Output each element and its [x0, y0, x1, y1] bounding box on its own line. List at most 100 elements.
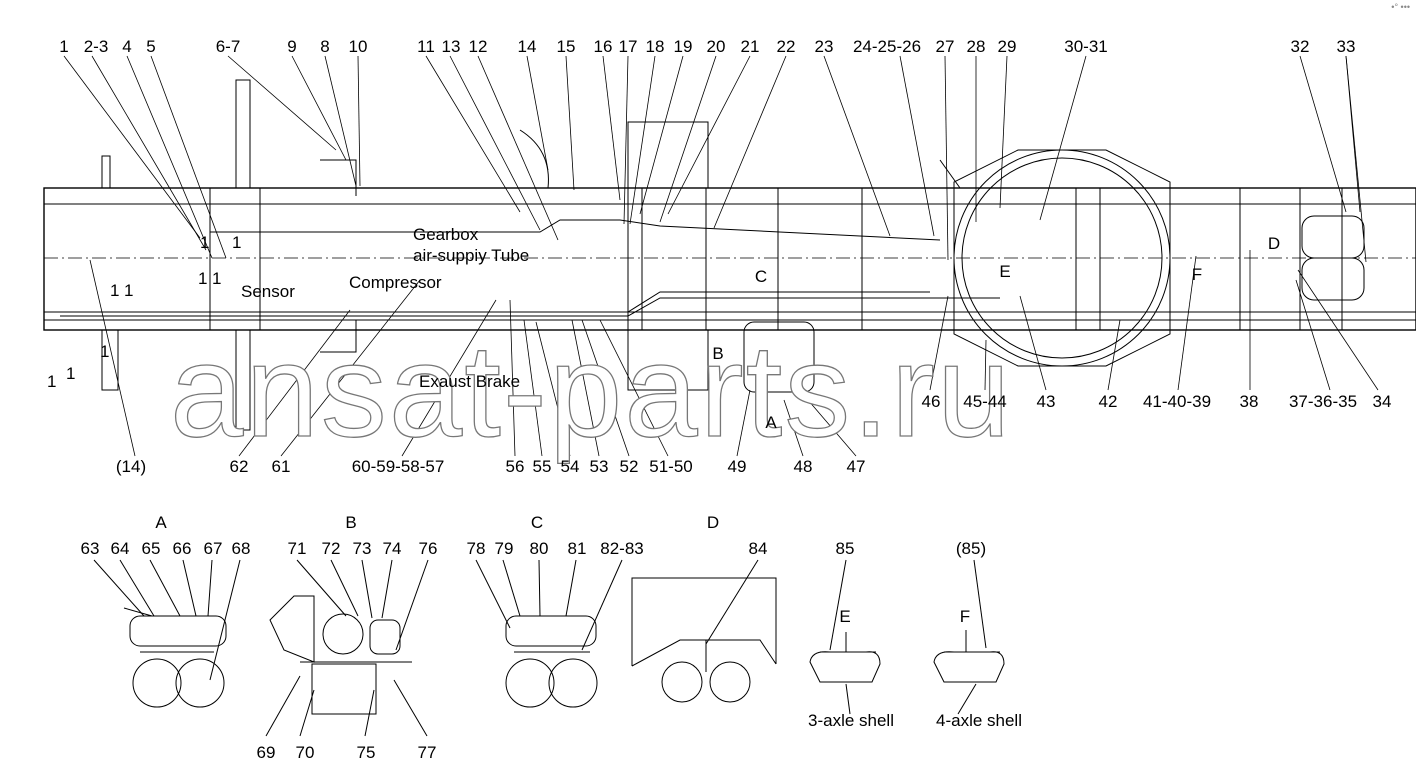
callout-label: 46 [921, 392, 941, 411]
callout-label: 45-44 [963, 392, 1007, 411]
callout-label: 77 [417, 743, 437, 762]
callout-label: 85 [835, 539, 855, 558]
callout-label: 48 [793, 457, 813, 476]
callout-label: 76 [418, 539, 438, 558]
callout-one: 1 [110, 281, 120, 300]
callout-label: 41-40-39 [1142, 392, 1212, 411]
air-tanks [743, 215, 1365, 393]
callout-label: 27 [935, 37, 955, 56]
callout-label: 80 [529, 539, 549, 558]
view-marker-e: E [999, 262, 1011, 281]
callout-label: 75 [356, 743, 376, 762]
callout-label: (14) [115, 457, 147, 476]
leader-lines-bottom [89, 250, 1379, 457]
callout-one: 1 [66, 364, 76, 383]
callout-one: 1 [198, 269, 208, 288]
callout-label: 71 [287, 539, 307, 558]
callout-label: 79 [494, 539, 514, 558]
callout-label: 11 [417, 37, 435, 56]
turntable [939, 149, 1171, 367]
callout-label: 33 [1336, 37, 1356, 56]
callout-label: 78 [466, 539, 486, 558]
callout-one: 1 [100, 342, 110, 361]
callout-label: 72 [321, 539, 341, 558]
callout-label: 53 [589, 457, 609, 476]
view-marker-c: C [754, 267, 768, 286]
callout-label: 8 [320, 37, 330, 56]
callout-label: 30-31 [1064, 37, 1108, 56]
callout-label: 34 [1372, 392, 1392, 411]
shell-letter-f: F [959, 607, 971, 626]
callout-one: 1 [47, 372, 57, 391]
callout-label: 19 [673, 37, 693, 56]
callout-label: 38 [1239, 392, 1259, 411]
shell-caption-4-axle: 4-axle shell [936, 711, 1022, 730]
callout-label: 24-25-26 [852, 37, 922, 56]
callout-label: 10 [348, 37, 368, 56]
callout-one: 1 [212, 269, 222, 288]
callout-label: 52 [619, 457, 639, 476]
callout-label: 23 [814, 37, 834, 56]
callout-label: 74 [382, 539, 402, 558]
callout-label: 1 [59, 37, 69, 56]
corner-mark: •° ••• [1391, 2, 1410, 12]
callout-label: 32 [1290, 37, 1310, 56]
air-supply-tube-label: air-suppiy Tube [413, 246, 530, 265]
view-marker-f: F [1191, 265, 1203, 284]
view-marker-b: B [712, 344, 724, 363]
callout-label: 28 [966, 37, 986, 56]
callout-label: 64 [110, 539, 130, 558]
detail-title-c: C [530, 513, 544, 532]
callout-label: 81 [567, 539, 587, 558]
watermark-text: ansat-parts.ru [169, 317, 1013, 464]
callout-label: 37-36-35 [1288, 392, 1358, 411]
callout-label: 16 [593, 37, 613, 56]
callout-label: 42 [1098, 392, 1118, 411]
detail-title-d: D [706, 513, 720, 532]
callout-label: 2-3 [83, 37, 109, 56]
callout-label: 14 [517, 37, 537, 56]
callout-label: 15 [556, 37, 576, 56]
callout-label: 68 [231, 539, 251, 558]
callout-label: 20 [706, 37, 726, 56]
callout-label: 22 [776, 37, 796, 56]
callout-label: 55 [532, 457, 552, 476]
leader-lines [63, 55, 1367, 263]
callout-one: 1 [124, 281, 134, 300]
sensor-label: Sensor [241, 282, 295, 301]
callout-one: 1 [200, 233, 210, 252]
callout-label: 13 [441, 37, 461, 56]
callout-label: (85) [955, 539, 987, 558]
detail-b-drawing [265, 559, 429, 737]
callout-label: 54 [560, 457, 580, 476]
callout-label: 82-83 [600, 539, 644, 558]
view-marker-d: D [1267, 234, 1281, 253]
callout-label: 47 [846, 457, 866, 476]
callout-label: 66 [172, 539, 192, 558]
callout-label: 12 [468, 37, 488, 56]
callout-label: 60-59-58-57 [351, 457, 445, 476]
callout-label: 69 [256, 743, 276, 762]
callout-label: 63 [80, 539, 100, 558]
gearbox-label: Gearbox [413, 225, 479, 244]
air-piping [60, 129, 1000, 353]
compressor-label: Compressor [349, 273, 442, 292]
callout-label: 43 [1036, 392, 1056, 411]
callout-one: 1 [232, 233, 242, 252]
callout-label: 73 [352, 539, 372, 558]
callout-label: 5 [146, 37, 156, 56]
callout-label: 65 [141, 539, 161, 558]
callout-label: 17 [618, 37, 638, 56]
shell-caption-3-axle: 3-axle shell [808, 711, 894, 730]
callout-label: 70 [295, 743, 315, 762]
callout-label: 18 [645, 37, 665, 56]
detail-title-b: B [345, 513, 357, 532]
detail-c-drawing [475, 559, 623, 708]
view-marker-a: A [765, 413, 777, 432]
detail-a-drawing [93, 559, 241, 708]
callout-label: 6-7 [215, 37, 241, 56]
callout-label: 62 [229, 457, 249, 476]
callout-label: 9 [287, 37, 297, 56]
callout-label: 56 [505, 457, 525, 476]
